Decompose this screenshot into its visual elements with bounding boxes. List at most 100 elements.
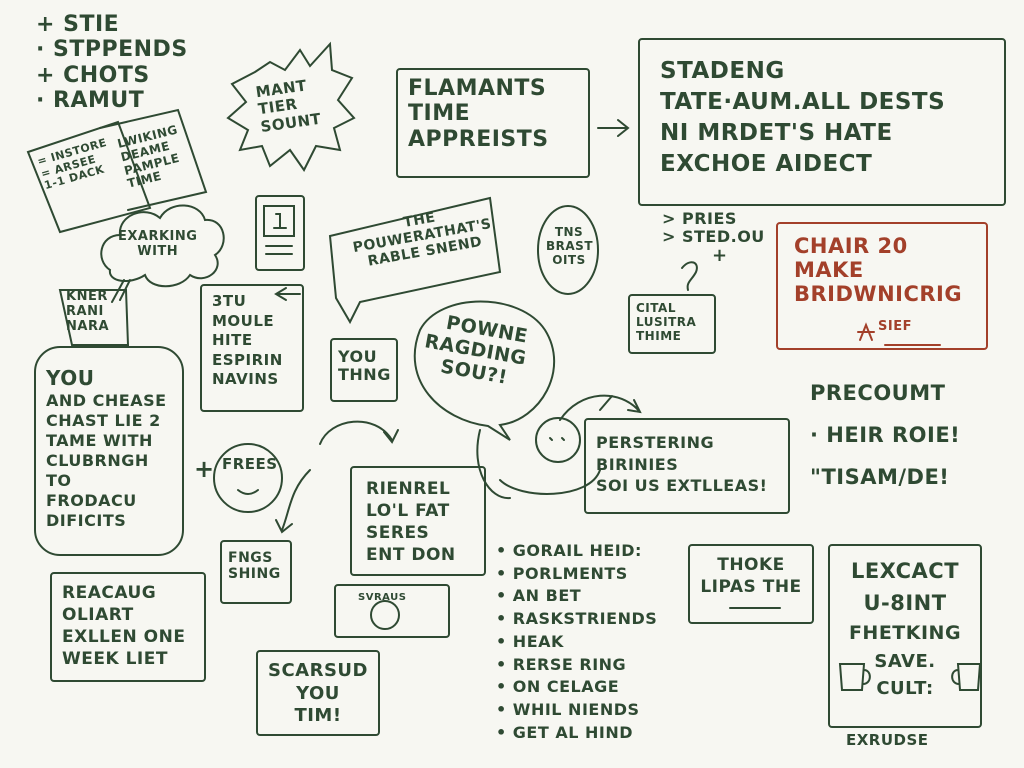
you-thng-box: YOU THNG <box>330 338 398 402</box>
lexcact-box: LEXCACT U-8INT FHETKING SAVE. CULT: <box>828 544 982 728</box>
lexcact-footer: EXRUDSE <box>846 731 929 749</box>
list-item: • ON CELAGE <box>496 677 620 697</box>
box-line: OLIART <box>62 605 134 626</box>
chair-signature: SIEF <box>878 319 912 334</box>
persters-tick <box>599 395 613 411</box>
box-line: HITE <box>212 331 253 349</box>
device-box <box>334 584 450 638</box>
box-line: REACAUG <box>62 583 157 603</box>
phone-icon-mark <box>273 213 287 229</box>
frees-arrow <box>275 469 311 534</box>
list-item: · RAMUT <box>36 87 145 113</box>
list-item-label: GORAIL HEID: <box>512 541 642 560</box>
box-line: APPREISTS <box>408 126 549 152</box>
box-line: THOKE <box>717 555 785 575</box>
box-line: LIPAS THE <box>700 577 802 598</box>
thoke-box: THOKE LIPAS THE <box>688 544 814 624</box>
flag-line: RANI <box>66 303 104 319</box>
chair-line: BRIDWNICRIG <box>794 282 963 307</box>
box-line: CLUBRNGH <box>46 451 149 470</box>
box-line: ENT DON <box>366 545 456 566</box>
cup-left-icon <box>838 663 871 691</box>
note-line: · HEIR ROIE! <box>810 423 961 447</box>
cloud-outline <box>100 204 225 288</box>
box-line: FNGS <box>228 550 273 566</box>
egg-line: BRAST <box>546 238 594 253</box>
box-line: TAME WITH <box>46 431 153 450</box>
list-item-label: HEAK <box>512 631 564 651</box>
box-line: SERES <box>366 523 430 544</box>
box-line: THNG <box>338 365 391 385</box>
egg-line: TNS <box>554 225 584 239</box>
arrow-left <box>274 287 301 301</box>
flag-pole <box>58 289 130 346</box>
cloud-line: EXARKING <box>118 229 198 244</box>
box-line: TO <box>46 471 72 490</box>
box-line: AND CHEASE <box>46 391 167 410</box>
box-line: YOU <box>338 347 378 366</box>
box-line: BIRINIES <box>596 454 679 474</box>
note-line: PRECOUMT <box>810 381 946 405</box>
chair-box: CHAIR 20 MAKE BRIDWNICRIG SIEF <box>776 222 988 350</box>
box-line: U-8INT <box>863 590 947 615</box>
box-line: FHETKING <box>848 622 962 644</box>
box-line: YOU <box>296 682 340 704</box>
frees-label: FREES <box>222 455 278 473</box>
box-line: EXLLEN ONE <box>62 627 186 648</box>
frees-mouth <box>237 489 259 495</box>
list-item-label: AN BET <box>512 586 582 606</box>
phone-icon-screen <box>263 205 295 237</box>
list-item: • HEAK <box>496 631 564 651</box>
pries-list: > PRIES > STED.OU <box>662 209 765 247</box>
box-line: FLAMANTS <box>408 76 547 101</box>
list-item: • RERSE RING <box>496 654 627 674</box>
loop-line <box>476 429 601 500</box>
egg-line: OITS <box>552 252 586 267</box>
box-line: 3TU <box>212 292 247 310</box>
cup-right-icon <box>951 663 982 691</box>
reacaug-box: REACAUG OLIART EXLLEN ONE WEEK LIET <box>50 572 206 682</box>
bubble-outline <box>413 300 556 441</box>
precoumt-notes: PRECOUMT · HEIR ROIE! "TISAM/DE! <box>810 372 960 498</box>
box-line: PERSTERING <box>596 433 715 452</box>
list-item-label: GET AL HIND <box>512 722 634 742</box>
flag-line: NARA <box>66 318 110 334</box>
face-outline <box>535 417 581 463</box>
bullet-list: • GORAIL HEID: • PORLMENTS • AN BET • RA… <box>496 540 657 744</box>
box-line: FRODACU <box>46 491 137 510</box>
list-item: • AN BET <box>496 586 582 606</box>
burst-outline <box>226 41 356 172</box>
list-item: • WHIL NIENDS <box>496 700 640 720</box>
rienrel-box: RIENREL LO'L FAT SERES ENT DON <box>350 466 486 576</box>
list-item-label: RERSE RING <box>512 654 627 674</box>
list-item: • GORAIL HEID: <box>496 541 642 560</box>
curve-arrow <box>319 420 399 445</box>
list-item: · STPPENDS <box>36 37 188 63</box>
note-line: "TISAM/DE! <box>810 465 950 489</box>
list-item: • RASKSTRIENDS <box>496 609 658 629</box>
staden-box: STADENG TATE·AUM.ALL DESTS NI MRDET'S HA… <box>638 38 1006 206</box>
list-item-label: WHIL NIENDS <box>512 700 640 720</box>
box-line: CITAL <box>636 301 676 315</box>
box-line: THIME <box>636 328 682 343</box>
list-item-label: ON CELAGE <box>512 677 620 697</box>
box-line: LUSITRA <box>636 314 697 329</box>
box-line: TATE·AUM.ALL DESTS <box>660 89 946 116</box>
face-eye <box>549 437 565 441</box>
list-item: • PORLMENTS <box>496 563 628 583</box>
small-flag: KNER RANI NARA <box>66 289 110 335</box>
chair-line: CHAIR 20 <box>794 234 908 258</box>
pries-plus: + <box>712 245 728 266</box>
box-line: MOULE <box>212 311 275 330</box>
frees-plus: + <box>194 455 215 483</box>
top-left-list: + STIE · STPPENDS + CHOTS · RAMUT <box>36 12 188 113</box>
rounded-left-box: YOU AND CHEASE CHAST LIE 2 TAME WITH CLU… <box>34 346 184 556</box>
egg-text: TNS BRAST OITS <box>546 225 594 267</box>
box-line: EXCHOE AIDECT <box>660 151 873 178</box>
box-line: LEXCACT <box>850 559 960 583</box>
box-line: NI MRDET'S HATE <box>660 120 893 147</box>
device-label: SVRAUS <box>358 592 407 603</box>
flag-line: KNER <box>66 289 108 304</box>
cital-box: CITAL LUSITRA THIME <box>628 294 716 354</box>
